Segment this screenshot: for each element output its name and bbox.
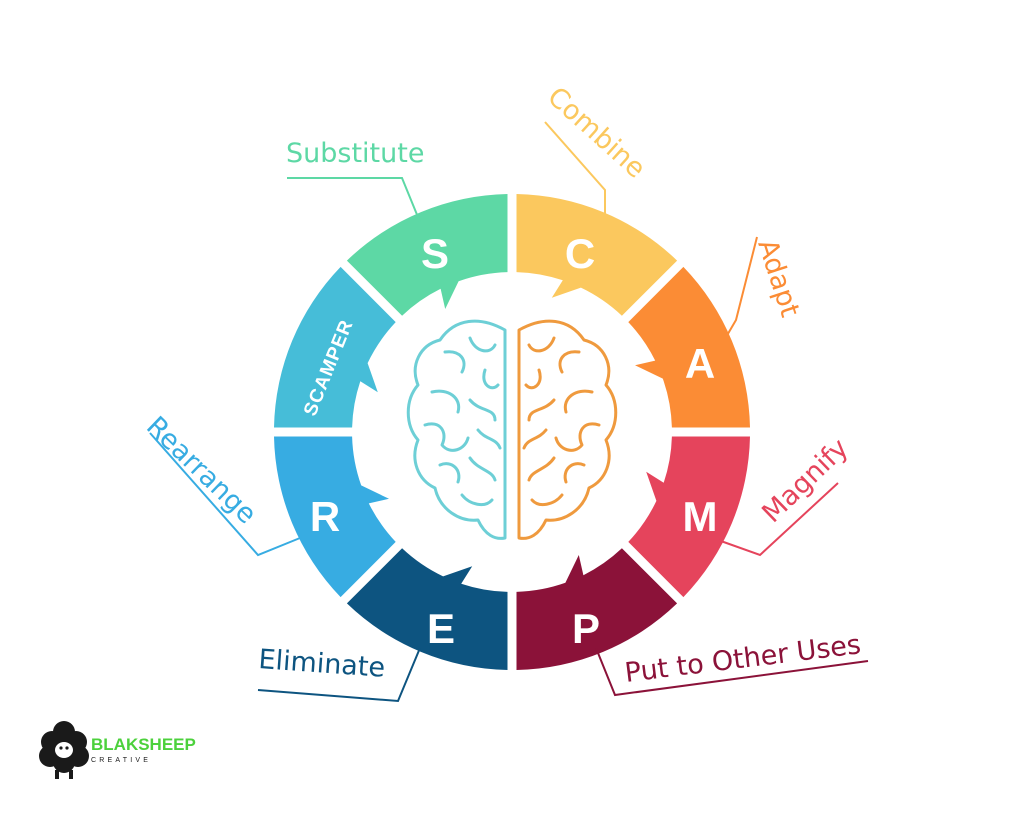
- label-magnify: Magnify: [756, 433, 854, 529]
- letter-p: P: [572, 605, 600, 652]
- blaksheep-logo: BLAKSHEEP CREATIVE: [39, 721, 196, 779]
- leader-rearrange: [149, 432, 301, 557]
- letter-e: E: [427, 605, 455, 652]
- brain-left-hemisphere: [406, 319, 507, 540]
- leader-put-to-other-uses: [595, 647, 869, 697]
- segment-eliminate: [346, 548, 508, 670]
- label-put-to-other-uses: Put to Other Uses: [623, 629, 863, 689]
- brain-right-hemisphere: [517, 319, 618, 540]
- logo-subtitle: CREATIVE: [91, 757, 151, 764]
- label-rearrange: Rearrange: [140, 411, 262, 530]
- sheep-icon: [39, 721, 89, 779]
- segment-substitute: [346, 194, 508, 316]
- label-eliminate: Eliminate: [258, 644, 387, 684]
- leader-eliminate: [257, 647, 421, 703]
- leader-magnify: [717, 482, 839, 557]
- leader-combine: [544, 121, 606, 232]
- label-substitute: Substitute: [286, 138, 424, 169]
- segment-combine: [516, 194, 678, 316]
- logo-name: BLAKSHEEP: [91, 735, 196, 754]
- letter-m: M: [683, 493, 718, 540]
- letter-c: C: [565, 230, 595, 277]
- segment-magnify: [628, 436, 750, 598]
- segment-scamper: [274, 266, 396, 428]
- letter-r: R: [310, 493, 340, 540]
- letter-s: S: [421, 230, 449, 277]
- label-adapt: Adapt: [751, 236, 805, 321]
- segment-put-to-other-uses: [516, 548, 678, 670]
- label-combine: Combine: [541, 81, 651, 184]
- leader-substitute: [287, 177, 421, 223]
- segment-rearrange: [274, 436, 396, 598]
- brain-icon: [406, 319, 618, 540]
- letter-a: A: [685, 340, 715, 387]
- leader-adapt: [721, 236, 758, 345]
- segment-adapt: [628, 266, 750, 428]
